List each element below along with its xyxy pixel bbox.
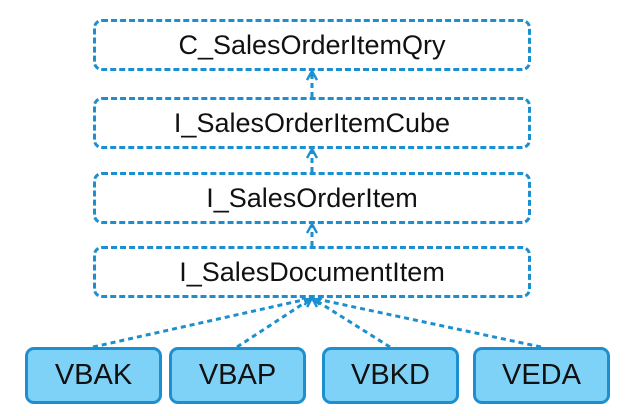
- view-box-i-salesorderitemcube: I_SalesOrderItemCube: [93, 97, 531, 149]
- view-label: I_SalesDocumentItem: [179, 256, 445, 287]
- view-box-i-salesdocumentitem: I_SalesDocumentItem: [93, 246, 531, 298]
- table-box-veda: VEDA: [473, 347, 610, 404]
- table-label: VEDA: [502, 359, 581, 391]
- table-box-vbak: VBAK: [25, 347, 162, 404]
- view-label: C_SalesOrderItemQry: [178, 29, 446, 60]
- table-box-vbkd: VBKD: [322, 347, 459, 404]
- connector-arrow-vbak-to-i-salesdocumentitem: [92, 298, 312, 349]
- view-box-c-salesorderitemqry: C_SalesOrderItemQry: [93, 19, 531, 71]
- table-label: VBKD: [351, 359, 430, 391]
- connector-arrow-vbkd-to-i-salesdocumentitem: [312, 298, 391, 349]
- table-label: VBAK: [54, 359, 133, 391]
- connector-arrow-veda-to-i-salesdocumentitem: [312, 298, 542, 349]
- table-label: VBAP: [198, 359, 277, 391]
- view-label: I_SalesOrderItem: [206, 182, 418, 213]
- table-box-vbap: VBAP: [169, 347, 306, 404]
- view-label: I_SalesOrderItemCube: [173, 107, 451, 138]
- view-box-i-salesorderitem: I_SalesOrderItem: [93, 172, 531, 224]
- connector-arrow-vbap-to-i-salesdocumentitem: [236, 298, 312, 349]
